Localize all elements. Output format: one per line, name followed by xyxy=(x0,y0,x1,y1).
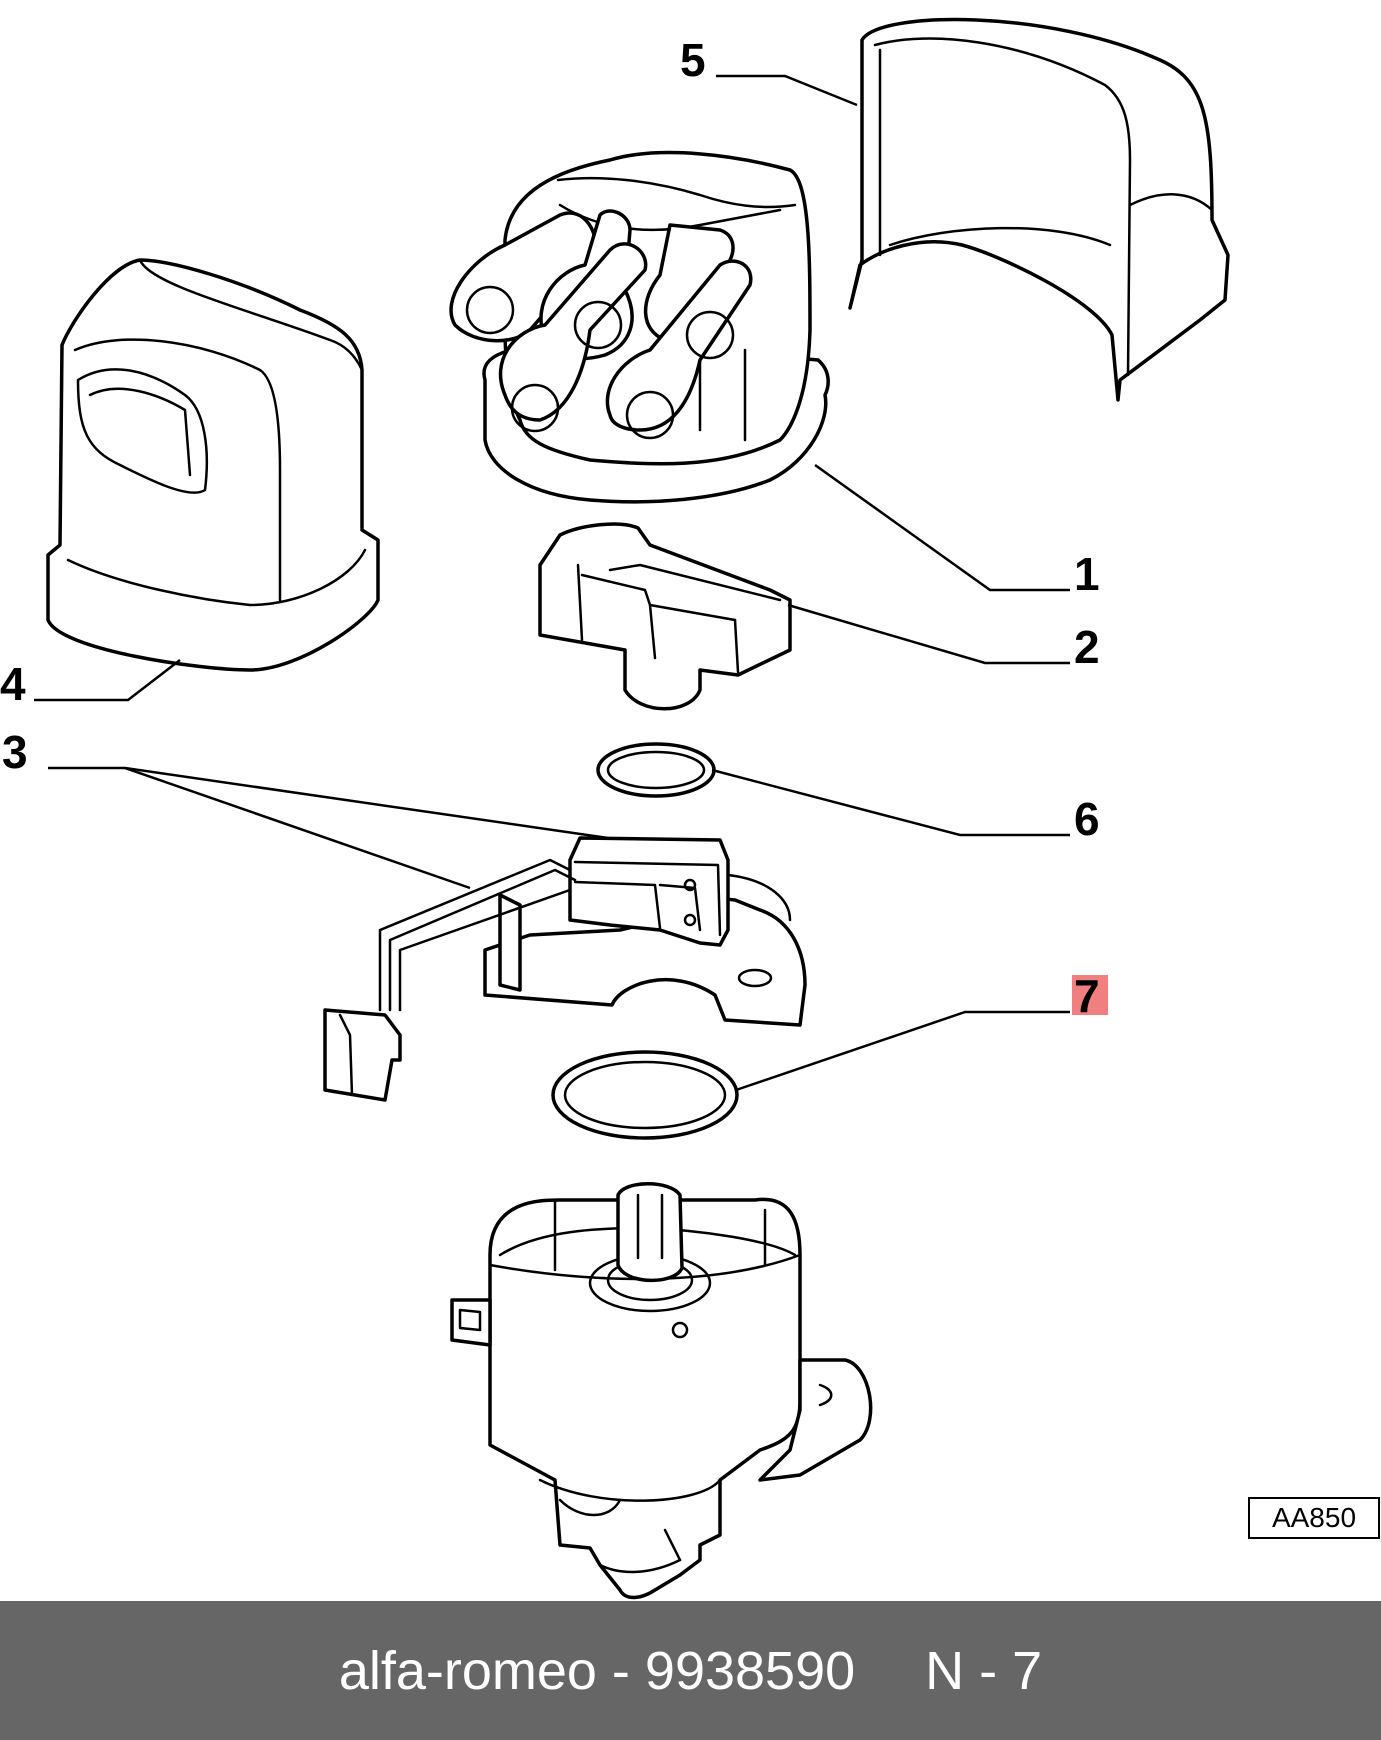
reference-code-box: AA850 xyxy=(1248,1497,1380,1539)
callout-3[interactable]: 3 xyxy=(2,726,28,778)
exploded-parts-diagram: 5 1 2 4 3 6 7 xyxy=(0,17,1230,1600)
callout-5[interactable]: 5 xyxy=(680,34,706,86)
distributor-housing xyxy=(450,1182,873,1600)
reference-code: AA850 xyxy=(1271,1502,1357,1533)
leader-lines xyxy=(34,74,1070,1092)
large-o-ring-part-7[interactable] xyxy=(551,1050,739,1140)
callout-2[interactable]: 2 xyxy=(1074,621,1100,673)
position-label: N - 7 xyxy=(925,1640,1043,1701)
callout-4[interactable]: 4 xyxy=(0,658,26,710)
small-o-ring-part-6[interactable] xyxy=(596,742,716,798)
callout-1[interactable]: 1 xyxy=(1074,548,1100,600)
footer-bar: alfa-romeo - 9938590 N - 7 xyxy=(0,1601,1381,1740)
pickup-sensor-part-3[interactable] xyxy=(323,836,807,1102)
callout-7[interactable]: 7 xyxy=(1074,970,1100,1022)
callout-6[interactable]: 6 xyxy=(1074,793,1100,845)
rectangular-cover-part-4[interactable] xyxy=(46,258,380,672)
distributor-cap-part-1[interactable] xyxy=(449,150,830,504)
callout-labels: 5 1 2 4 3 6 7 xyxy=(0,34,1100,1022)
part-number-line: alfa-romeo - 9938590 xyxy=(338,1640,856,1701)
shield-cover-part-5[interactable] xyxy=(848,17,1230,402)
callout-7-highlight xyxy=(1072,975,1108,1015)
rotor-part-2[interactable] xyxy=(538,522,792,711)
